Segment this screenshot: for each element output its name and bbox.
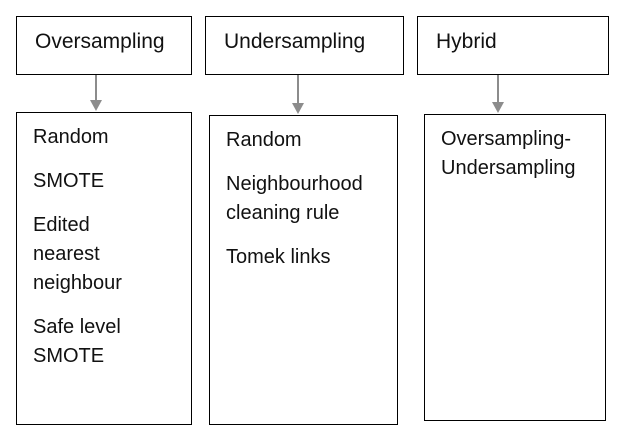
category-title: Oversampling — [35, 30, 165, 53]
category-title: Undersampling — [224, 30, 366, 53]
down-arrow-icon — [90, 75, 102, 111]
category-box-undersampling: Undersampling — [205, 16, 404, 75]
method-item-oversampling-undersampling: Oversampling-Undersampling — [441, 128, 576, 179]
method-item-tomek-links: Tomek links — [226, 246, 331, 268]
method-item-neighbourhood-cleaning-rule: Neighbourhood cleaning rule — [226, 173, 363, 224]
method-list-undersampling: Random Neighbourhood cleaning rule Tomek… — [209, 115, 398, 425]
method-item-random: Random — [226, 129, 302, 151]
method-item-random: Random — [33, 126, 109, 148]
method-item-edited-nearest-neighbour: Edited nearest neighbour — [33, 214, 122, 294]
category-title: Hybrid — [436, 30, 497, 53]
down-arrow-icon — [492, 75, 504, 113]
method-list-hybrid: Oversampling-Undersampling — [424, 114, 606, 421]
method-list-oversampling: Random SMOTE Edited nearest neighbour Sa… — [16, 112, 192, 425]
method-item-safe-level-smote: Safe level SMOTE — [33, 316, 121, 367]
down-arrow-icon — [292, 75, 304, 114]
method-item-smote: SMOTE — [33, 170, 105, 192]
category-box-hybrid: Hybrid — [417, 16, 609, 75]
category-box-oversampling: Oversampling — [16, 16, 192, 75]
